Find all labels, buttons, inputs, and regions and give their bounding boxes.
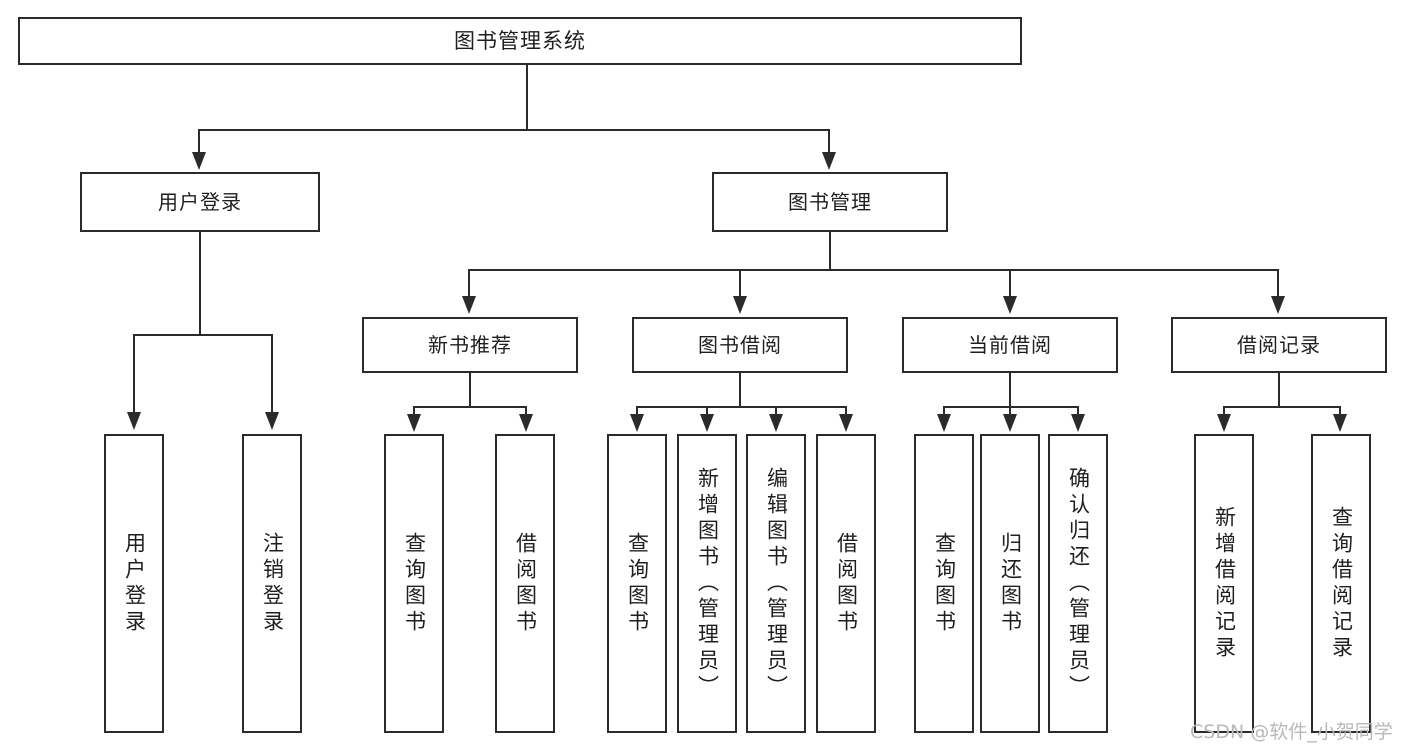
leaf-record-query-record[interactable]: 查询借阅记录	[1311, 434, 1371, 733]
arrow-bb-to-leaf-2	[700, 414, 714, 432]
arrow-bb-to-leaf-3	[769, 414, 783, 432]
arrow-root-to-user-login	[192, 152, 206, 170]
connector-bm-to-borrow-record	[1277, 269, 1279, 299]
connector-bm-to-borrow-book	[739, 269, 741, 299]
arrow-cb-to-leaf-2	[1003, 414, 1017, 432]
arrow-bm-to-borrow-record	[1271, 296, 1285, 314]
leaf-record-add-record[interactable]: 新增借阅记录	[1194, 434, 1254, 733]
arrow-br-to-leaf-2	[1333, 414, 1347, 432]
leaf-user-login-logout[interactable]: 注销登录	[242, 434, 302, 733]
connector-bb-to-leaf-2	[706, 406, 708, 418]
connector-newbook-to-leaf-1	[413, 406, 415, 418]
leaf-borrow-add-book-admin[interactable]: 新增图书（管理员）	[677, 434, 737, 733]
arrow-bm-to-current-borrow	[1003, 296, 1017, 314]
node-book-management[interactable]: 图书管理	[712, 172, 948, 232]
node-label: 新增图书（管理员）	[695, 466, 720, 701]
connector-book-management-bus	[468, 269, 1279, 271]
leaf-new-book-query[interactable]: 查询图书	[384, 434, 444, 733]
node-label: 新书推荐	[428, 332, 512, 357]
node-book-borrow[interactable]: 图书借阅	[632, 317, 848, 373]
node-new-book-recommend[interactable]: 新书推荐	[362, 317, 578, 373]
node-label: 查询图书	[625, 531, 650, 636]
leaf-borrow-query-book[interactable]: 查询图书	[607, 434, 667, 733]
node-label: 借阅记录	[1237, 332, 1321, 357]
connector-bb-to-leaf-1	[636, 406, 638, 418]
connector-current-borrow-stem	[1009, 373, 1011, 407]
node-label: 新增借阅记录	[1212, 505, 1237, 662]
arrow-root-to-book-management	[822, 152, 836, 170]
arrow-bb-to-leaf-1	[630, 414, 644, 432]
arrow-cb-to-leaf-3	[1071, 414, 1085, 432]
connector-root-to-user-login	[198, 129, 200, 156]
node-label: 用户登录	[158, 189, 242, 214]
connector-book-borrow-bus	[636, 406, 846, 408]
node-label: 归还图书	[998, 531, 1023, 636]
node-label: 借阅图书	[513, 531, 538, 636]
arrow-br-to-leaf-1	[1217, 414, 1231, 432]
arrow-newbook-to-leaf-2	[519, 414, 533, 432]
connector-borrow-record-bus	[1223, 406, 1341, 408]
node-label: 查询借阅记录	[1329, 505, 1354, 662]
connector-user-login-to-leaf-1	[133, 334, 135, 414]
connector-new-book-bus	[413, 406, 527, 408]
node-label: 图书管理系统	[454, 28, 586, 53]
connector-user-login-bus	[133, 334, 273, 336]
connector-bb-to-leaf-3	[775, 406, 777, 418]
connector-cb-to-leaf-2	[1009, 406, 1011, 418]
connector-bm-to-current-borrow	[1009, 269, 1011, 299]
arrow-user-login-to-leaf-1	[127, 412, 141, 430]
connector-root-to-book-management	[828, 129, 830, 156]
leaf-current-confirm-return-admin[interactable]: 确认归还（管理员）	[1048, 434, 1108, 733]
connector-book-borrow-stem	[739, 373, 741, 407]
node-root-book-management-system[interactable]: 图书管理系统	[18, 17, 1022, 65]
connector-newbook-to-leaf-2	[525, 406, 527, 418]
node-user-login[interactable]: 用户登录	[80, 172, 320, 232]
leaf-current-query-book[interactable]: 查询图书	[914, 434, 974, 733]
node-label: 编辑图书（管理员）	[764, 466, 789, 701]
node-label: 图书管理	[788, 189, 872, 214]
connector-user-login-stem	[199, 232, 201, 335]
connector-bm-to-new-book	[468, 269, 470, 299]
connector-root-bus	[198, 129, 830, 131]
leaf-borrow-borrow-book[interactable]: 借阅图书	[816, 434, 876, 733]
connector-user-login-to-leaf-2	[271, 334, 273, 414]
arrow-bm-to-borrow-book	[733, 296, 747, 314]
connector-cb-to-leaf-1	[943, 406, 945, 418]
node-current-borrow[interactable]: 当前借阅	[902, 317, 1118, 373]
arrow-user-login-to-leaf-2	[265, 412, 279, 430]
node-label: 查询图书	[932, 531, 957, 636]
node-label: 注销登录	[260, 531, 285, 636]
connector-br-to-leaf-2	[1339, 406, 1341, 418]
arrow-bm-to-new-book	[462, 296, 476, 314]
node-label: 图书借阅	[698, 332, 782, 357]
connector-cb-to-leaf-3	[1077, 406, 1079, 418]
connector-borrow-record-stem	[1278, 373, 1280, 407]
connector-book-management-stem	[829, 232, 831, 271]
arrow-bb-to-leaf-4	[839, 414, 853, 432]
arrow-newbook-to-leaf-1	[407, 414, 421, 432]
node-label: 借阅图书	[834, 531, 859, 636]
node-label: 确认归还（管理员）	[1066, 466, 1091, 701]
node-label: 用户登录	[122, 531, 147, 636]
arrow-cb-to-leaf-1	[937, 414, 951, 432]
leaf-current-return-book[interactable]: 归还图书	[980, 434, 1040, 733]
connector-br-to-leaf-1	[1223, 406, 1225, 418]
leaf-new-book-borrow[interactable]: 借阅图书	[495, 434, 555, 733]
node-borrow-record[interactable]: 借阅记录	[1171, 317, 1387, 373]
connector-root-stem	[526, 65, 528, 130]
connector-bb-to-leaf-4	[845, 406, 847, 418]
node-label: 当前借阅	[968, 332, 1052, 357]
connector-new-book-stem	[469, 373, 471, 407]
leaf-borrow-edit-book-admin[interactable]: 编辑图书（管理员）	[746, 434, 806, 733]
node-label: 查询图书	[402, 531, 427, 636]
leaf-user-login-login[interactable]: 用户登录	[104, 434, 164, 733]
